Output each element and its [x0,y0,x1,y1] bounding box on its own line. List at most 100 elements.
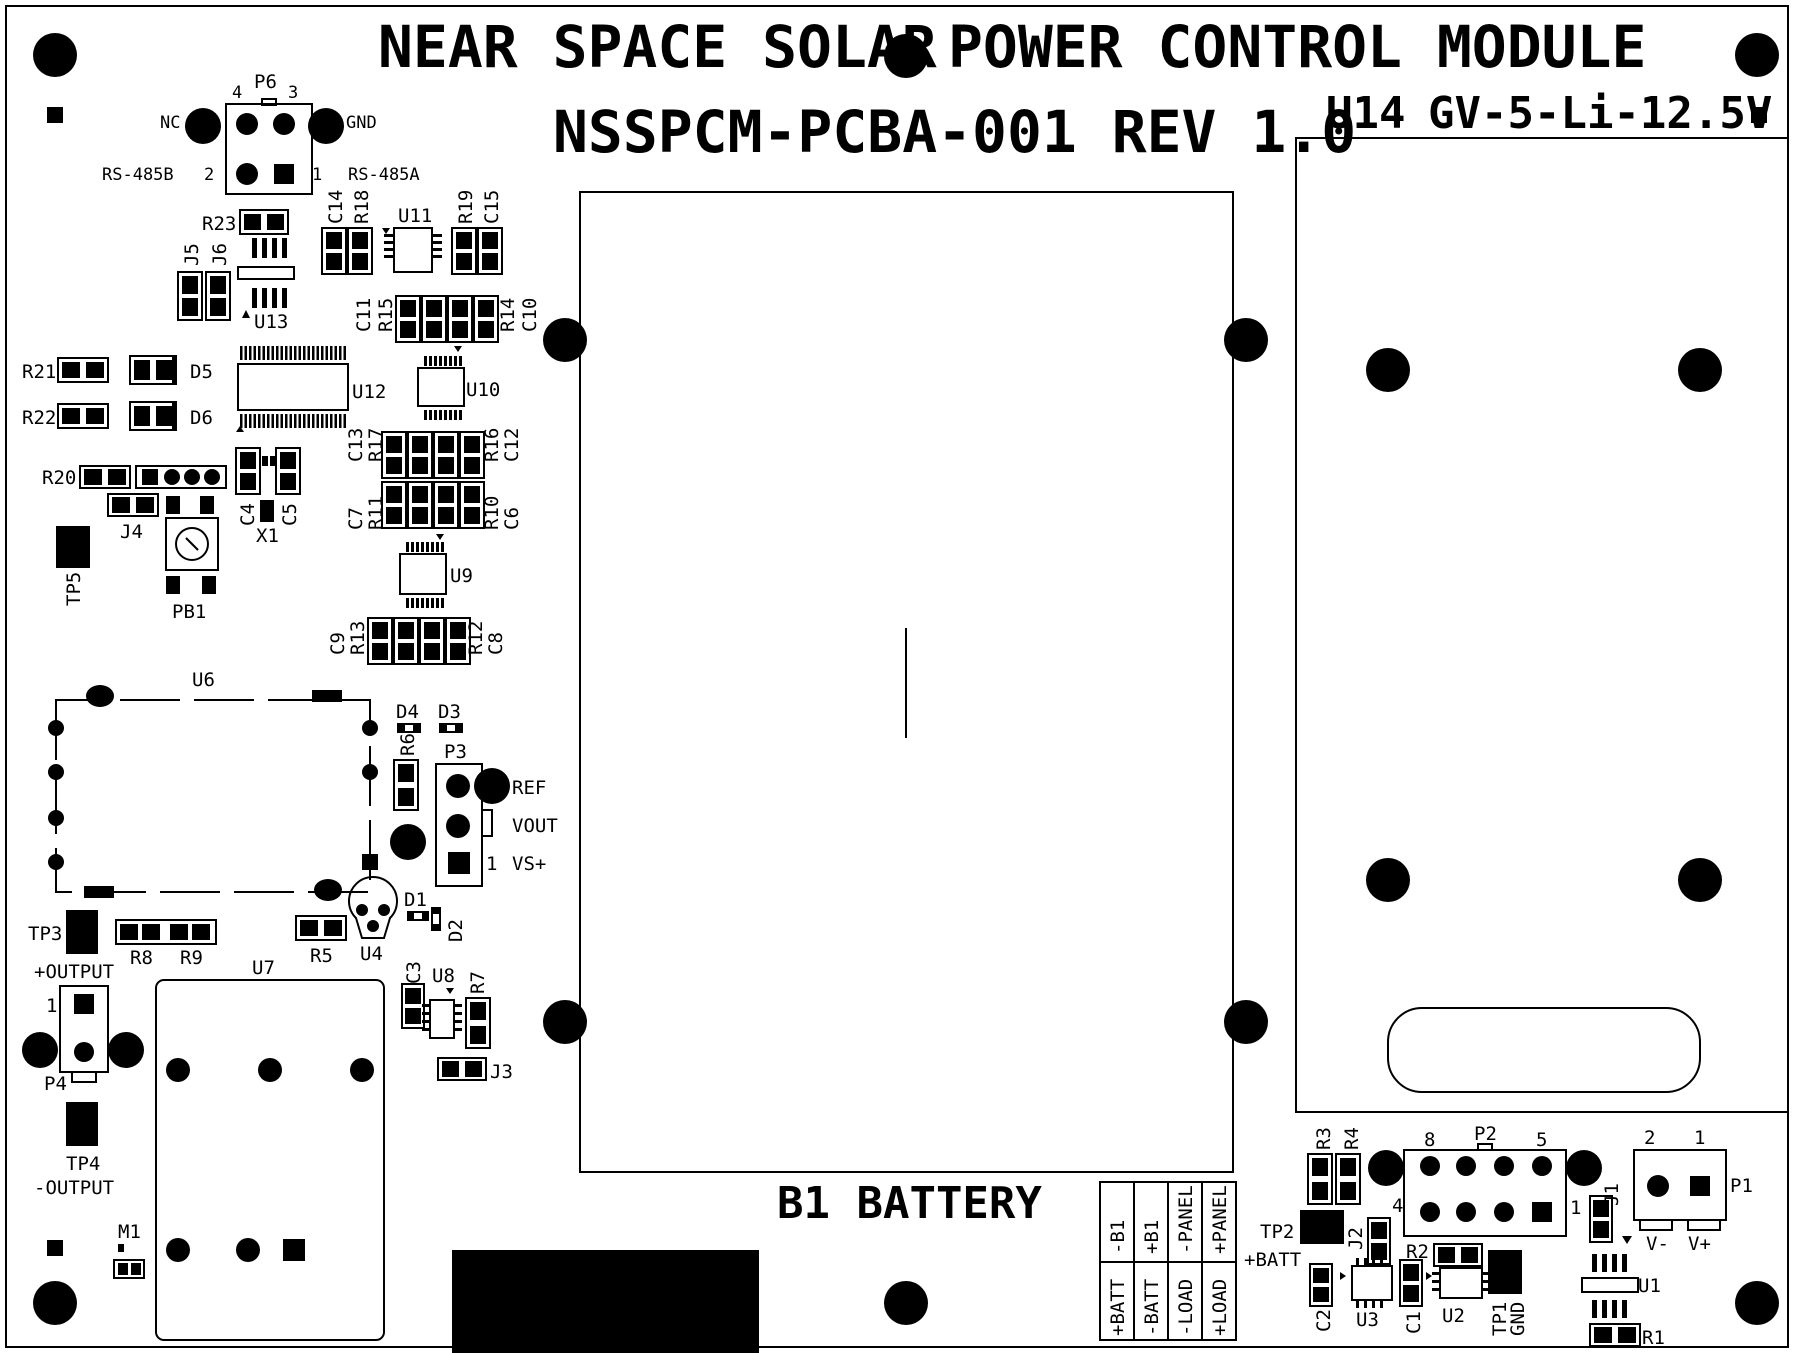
mount-hole-br [1735,1281,1779,1325]
p6-nc-label: NC [160,113,180,133]
d5-ref: D5 [190,361,213,383]
u6-outline [55,699,371,893]
u14-hole [1678,858,1722,902]
ic-pin [421,598,424,608]
j4-ref: J4 [120,521,143,543]
p5-body [135,465,227,489]
r21-ref: R21 [22,361,56,383]
u14-label: U14 [1326,88,1405,139]
table-b1-plus: +B1 [1141,1220,1163,1254]
pb1-ref: PB1 [172,601,206,623]
ic-pin [411,542,414,552]
ic-pin [343,346,346,360]
p1-pin1: 1 [1694,1127,1705,1149]
tp5-ref: TP5 [63,572,85,606]
u3-ref: U3 [1356,1309,1379,1331]
p3-vout-label: VOUT [512,815,558,837]
ic-pin [406,542,409,552]
ic-pin [343,414,346,428]
fiducial-square-tl [47,107,63,123]
ic-pin [441,542,444,552]
r18-ref: R18 [351,190,373,224]
r23-ref: R23 [202,213,236,235]
p3-vs-label: VS+ [512,853,546,875]
p3-ref: P3 [444,741,467,763]
u14-hole [1366,348,1410,392]
r15-ref: R15 [375,298,397,332]
tp1-label: GND [1507,1302,1529,1336]
pb1-body [165,517,219,571]
u9-ref: U9 [450,565,473,587]
c11-ref: C11 [353,298,375,332]
r6-ref: R6 [397,733,419,756]
p6-pad-1 [274,164,294,184]
d4-ref: D4 [396,701,419,723]
battery-label: B1 BATTERY [777,1178,1042,1229]
ic-pin [439,410,442,420]
u14-slot [1387,1007,1701,1093]
p3-pin1: 1 [486,853,497,875]
u12-body [237,363,349,411]
mount-hole-bl [33,1281,77,1325]
ic-pin [249,414,252,428]
fiducial-square-tr [1751,107,1767,123]
ic-pin [316,414,319,428]
ic-pin [330,346,333,360]
r11-ref: R11 [365,496,387,530]
ic-pin [426,598,429,608]
u1-body [1592,1254,1627,1318]
tp2-pad [1300,1210,1344,1244]
ic-pin [411,598,414,608]
ic-pin [431,598,434,608]
tp2-label: +BATT [1244,1249,1301,1271]
ic-pin [454,410,457,420]
r1-ref: R1 [1642,1327,1665,1349]
p2-pin8: 8 [1424,1129,1435,1151]
p6-mount [308,108,344,144]
p2-pin5: 5 [1536,1129,1547,1151]
title-left: NEAR SPACE SOLAR [378,13,937,81]
ic-pin [289,414,292,428]
r10-ref: R10 [481,496,503,530]
c15-ref: C15 [481,190,503,224]
u11-body [393,227,433,273]
ic-pin [253,414,256,428]
ic-pin [436,542,439,552]
p1-ref: P1 [1730,1175,1753,1197]
r19-ref: R19 [455,190,477,224]
ic-pin [339,414,342,428]
c14-ref: C14 [325,190,347,224]
ic-pin [449,410,452,420]
tp3-pad [66,910,98,954]
r14-ref: R14 [497,298,519,332]
c6-ref: C6 [501,507,523,530]
p4-pin1: 1 [46,995,57,1017]
d6-ref: D6 [190,407,213,429]
ic-pin [334,346,337,360]
u13-ref: U13 [254,311,288,333]
battery-outline [579,191,1234,1173]
ic-pin [421,542,424,552]
p1-vminus: V- [1646,1233,1669,1255]
p6-ref: P6 [254,71,277,93]
u2-ref: U2 [1442,1305,1465,1327]
u10-ref: U10 [466,379,500,401]
battery-hole [1224,318,1268,362]
ic-pin [339,346,342,360]
u7-body [155,979,385,1341]
ic-pin [280,414,283,428]
d1-ref: D1 [404,889,427,911]
ic-pin [429,356,432,366]
p6-pin2: 2 [204,165,214,185]
ic-pin [271,414,274,428]
mount-hole-bottom [884,1281,928,1325]
tp5-pad [56,526,90,568]
ic-pin [244,414,247,428]
table-panel-plus: +PANEL [1209,1185,1231,1254]
c7-ref: C7 [345,507,367,530]
r2-ref: R2 [1406,1241,1429,1263]
ic-pin [303,346,306,360]
p6-key [261,98,277,106]
ic-pin [294,414,297,428]
mount-hole-tr [1735,33,1779,77]
